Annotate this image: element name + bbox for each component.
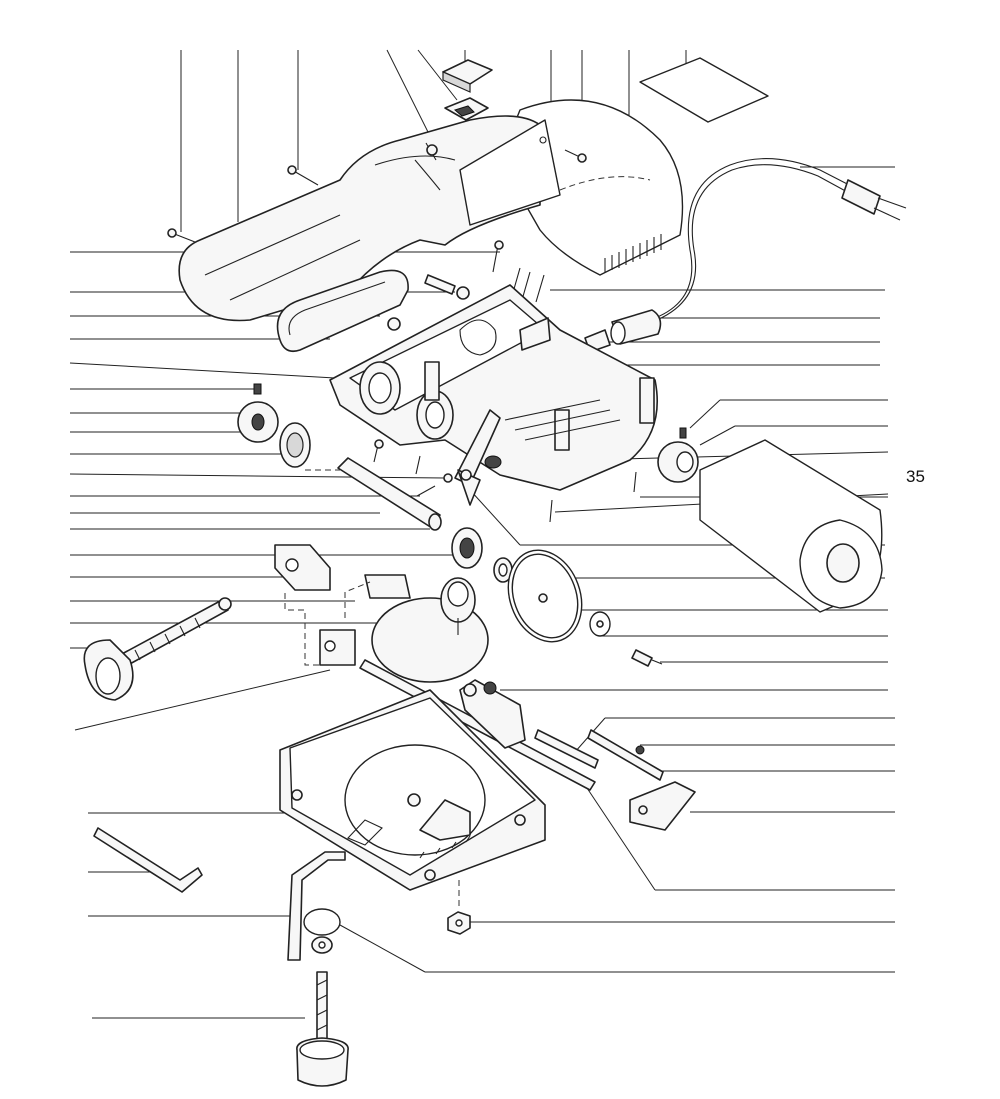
blade: [507, 549, 583, 643]
hex-key: [93, 827, 203, 893]
bearing: [279, 422, 311, 468]
clamp-washer: [303, 908, 341, 954]
blade-screw: [631, 649, 663, 667]
motor-gear: [657, 427, 699, 483]
motor-callout: 35: [906, 467, 925, 486]
motor: [699, 439, 883, 613]
gearbox-base: [329, 284, 658, 491]
mid-screws: [373, 439, 637, 523]
clamp-block: [274, 544, 331, 591]
pivot-bracket: [459, 679, 696, 831]
strain-relief: [584, 309, 662, 353]
work-clamp: [287, 851, 346, 961]
blade-bearing: [451, 527, 513, 583]
drive-belt: [276, 269, 409, 353]
switch: [442, 59, 493, 121]
locking-lever: [454, 409, 502, 506]
blade-washer: [589, 611, 611, 637]
knurled-screw: [296, 971, 349, 1087]
pinion-gear: [237, 383, 279, 443]
screws-top: [167, 142, 587, 243]
nut: [447, 880, 471, 935]
gearbox-screws: [387, 240, 545, 331]
base-plate: [279, 689, 546, 891]
leader-lines-left: [69, 251, 500, 1019]
assembly-lines: [284, 469, 371, 666]
rating-label: [639, 57, 769, 123]
turntable-gear: [319, 574, 489, 683]
guide-rod: [359, 659, 664, 791]
shaft: [337, 457, 442, 531]
power-cord: [651, 158, 907, 323]
clamp-screw: [83, 597, 232, 701]
